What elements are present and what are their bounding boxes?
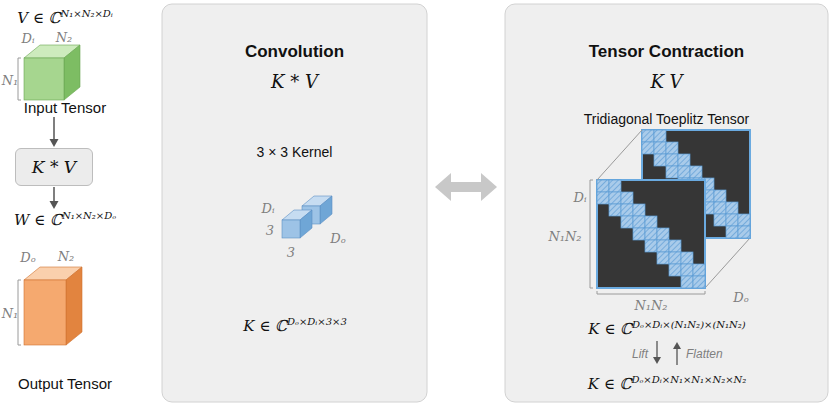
label-group: Lift: [632, 344, 648, 362]
label-group: Dᵢ: [261, 199, 274, 217]
label-group: Dᵢ: [21, 29, 34, 47]
math-label: W ∈ ℂN₁×N₂×Dₒ: [14, 210, 116, 229]
math-base: V ∈ ℂ: [17, 9, 60, 27]
convolution-panel: Convolution K * V 3 × 3 Kernel: [162, 4, 427, 402]
tensor-caption: Output Tensor: [18, 375, 112, 392]
operation-label: Flatten: [686, 347, 723, 361]
panel-title: Tensor Contraction: [589, 42, 745, 62]
dimension-label: Dₒ: [330, 231, 345, 246]
label-group: Dᵢ: [573, 188, 586, 206]
dimension-label: N₁N₂: [548, 229, 581, 244]
label-group: Dₒ: [733, 288, 748, 306]
tensor-cubes: [24, 45, 332, 345]
panel-ground: [505, 4, 828, 402]
equivalence-arrow: [451, 182, 481, 192]
panel-ground: [162, 4, 427, 402]
dimension-label: N₁N₂: [634, 298, 667, 313]
cube: [282, 210, 312, 238]
output-tensor: W ∈ ℂN₁×N₂×DₒOutput Tensor: [0, 210, 130, 392]
dimension-label: Dₒ: [733, 290, 748, 305]
panel-formula: K * V: [271, 71, 318, 92]
cube: [24, 267, 82, 345]
label-group: Flatten: [686, 344, 723, 362]
dimension-label: N₂: [56, 30, 73, 45]
dimension-label: 3: [287, 245, 295, 260]
label-group: K ∈ ℂDₒ×Dᵢ×N₁×N₁×N₂×N₂: [588, 374, 747, 393]
operator-label: K * V: [32, 157, 76, 177]
dimension-label: 3: [266, 223, 274, 238]
panel-title: Convolution: [245, 42, 344, 62]
label-group: N₁N₂: [548, 227, 581, 245]
math-exponent: Dₒ×Dᵢ×3×3: [287, 316, 347, 327]
dimension-label: N₂: [58, 249, 75, 264]
tensor-caption: Input Tensor: [24, 99, 106, 116]
flow-arrow: [53, 117, 55, 139]
panel-subtitle: 3 × 3 Kernel: [257, 144, 333, 160]
label-group: N₁: [2, 71, 19, 89]
math-base: W ∈ ℂ: [14, 211, 62, 229]
math-exponent: N₁×N₂×Dᵢ: [61, 8, 113, 19]
math-base: K ∈ ℂ: [588, 375, 632, 393]
operation-label: Lift: [632, 347, 648, 361]
dimension-label: N₁: [2, 306, 19, 321]
label-group: 3: [287, 243, 295, 261]
contraction-panel: Tensor Contraction K V Tridiagonal Toeplit…: [505, 4, 828, 402]
label-group: 3: [266, 221, 274, 239]
label-group: N₁: [2, 304, 19, 322]
toeplitz-matrix: [597, 180, 705, 288]
dimension-label: Dᵢ: [21, 31, 34, 46]
dimension-label: Dₒ: [20, 250, 35, 265]
label-group: Dₒ: [330, 229, 345, 247]
operator-box: K * V: [15, 148, 93, 186]
toeplitz-tensor: [597, 130, 750, 288]
math-exponent: Dₒ×Dᵢ×N₁×N₁×N₂×N₂: [631, 374, 746, 385]
lift-flatten-arrows: [657, 341, 677, 365]
cube: [24, 45, 80, 100]
input-tensor: V ∈ ℂN₁×N₂×DᵢInput Tensor: [0, 8, 130, 116]
math-base: K ∈ ℂ: [588, 320, 632, 338]
flow-arrow: [53, 187, 55, 201]
math-exponent: Dₒ×Dᵢ×(N₁N₂)×(N₁N₂): [632, 319, 746, 330]
dimension-label: Dᵢ: [573, 190, 586, 205]
label-group: N₂: [58, 247, 75, 265]
dimension-label: Dᵢ: [261, 201, 274, 216]
label-group: N₁N₂: [634, 296, 667, 314]
dimension-label: N₁: [2, 73, 19, 88]
panel-formula: K V: [650, 71, 682, 92]
math-base: K ∈ ℂ: [243, 317, 287, 335]
math-label: V ∈ ℂN₁×N₂×Dᵢ: [17, 8, 113, 27]
label-group: K ∈ ℂDₒ×Dᵢ×(N₁N₂)×(N₁N₂): [588, 319, 745, 338]
panel-subtitle: Tridiagonal Toeplitz Tensor: [584, 111, 750, 127]
math-exponent: N₁×N₂×Dₒ: [62, 210, 116, 221]
label-group: Dₒ: [20, 248, 35, 266]
label-group: N₂: [56, 28, 73, 46]
label-group: K ∈ ℂDₒ×Dᵢ×3×3: [243, 316, 347, 335]
dimension-brackets: [18, 58, 705, 345]
